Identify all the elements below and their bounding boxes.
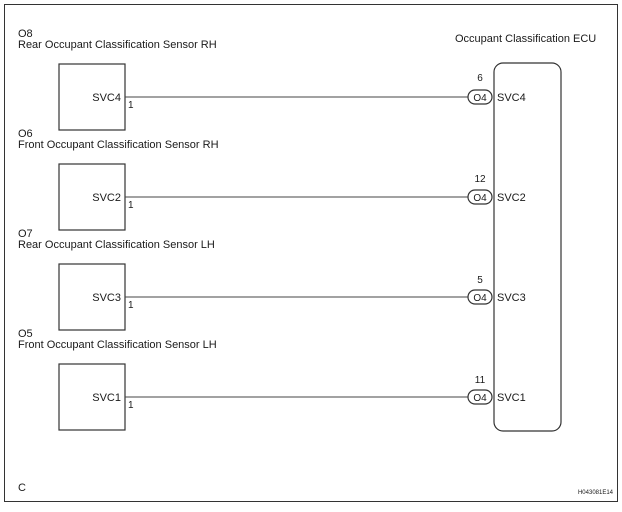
ecu-pin-number: 11 [475, 375, 486, 386]
sensor-box [58, 63, 126, 131]
sensor-name: Rear Occupant Classification Sensor LH [18, 239, 215, 251]
ecu-pin-number: 5 [477, 275, 483, 286]
figure-code: H043081E14 [578, 490, 614, 496]
sensor-pin-label: SVC2 [92, 192, 121, 204]
frame-letter: C [18, 482, 26, 494]
sensor-group-o8: O8 Rear Occupant Classification Sensor R… [18, 28, 526, 131]
sensor-pin-label: SVC4 [92, 92, 121, 104]
sensor-pin-number: 1 [128, 100, 134, 111]
sensor-pin-number: 1 [128, 300, 134, 311]
sensor-pin-number: 1 [128, 400, 134, 411]
sensor-name: Front Occupant Classification Sensor LH [18, 339, 217, 351]
ecu-connector-label: O4 [473, 193, 487, 204]
sensor-name: Front Occupant Classification Sensor RH [18, 139, 219, 151]
ecu-connector [467, 389, 493, 405]
ecu-connector [467, 189, 493, 205]
ecu-connector-label: O4 [473, 393, 487, 404]
ecu-connector-label: O4 [473, 293, 487, 304]
sensor-pin-label: SVC3 [92, 292, 121, 304]
sensor-code: O6 [18, 128, 33, 140]
sensor-code: O5 [18, 328, 33, 340]
sensor-group-o5: O5 Front Occupant Classification Sensor … [18, 328, 526, 431]
diagram-frame [4, 4, 618, 502]
sensor-box [58, 263, 126, 331]
ecu-connector-label: O4 [473, 93, 487, 104]
sensor-name: Rear Occupant Classification Sensor RH [18, 39, 217, 51]
sensor-group-o6: O6 Front Occupant Classification Sensor … [18, 128, 526, 231]
ecu-pin-label: SVC4 [497, 92, 526, 104]
sensor-code: O8 [18, 28, 33, 40]
sensor-pin-number: 1 [128, 200, 134, 211]
ecu-pin-label: SVC3 [497, 292, 526, 304]
sensor-code: O7 [18, 228, 33, 240]
ecu-connector [467, 289, 493, 305]
sensor-pin-label: SVC1 [92, 392, 121, 404]
ecu-pin-label: SVC1 [497, 392, 526, 404]
ecu-connector [467, 89, 493, 105]
ecu-pin-label: SVC2 [497, 192, 526, 204]
ecu-pin-number: 6 [477, 73, 483, 84]
ecu-pin-number: 12 [474, 174, 486, 185]
ecu-title: Occupant Classification ECU [455, 33, 596, 45]
ecu-box [493, 62, 562, 432]
sensor-group-o7: O7 Rear Occupant Classification Sensor L… [18, 228, 526, 331]
